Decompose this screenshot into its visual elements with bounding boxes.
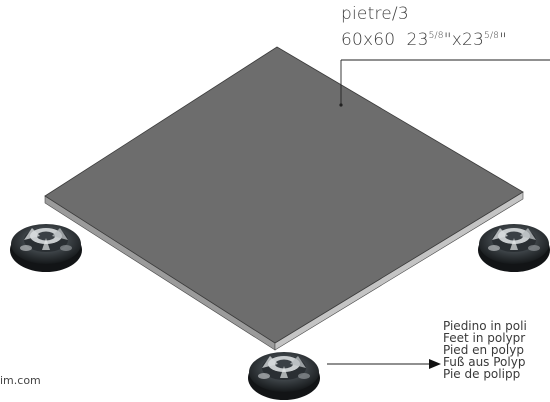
note-spanish: Pie de polipp bbox=[443, 367, 521, 381]
size-metric: 60x60 bbox=[341, 30, 396, 50]
floor-tile bbox=[44, 46, 524, 351]
note-italian: Piedino in poli bbox=[443, 320, 527, 333]
product-name: pietre/3 bbox=[341, 4, 409, 24]
support-foot-right bbox=[478, 224, 550, 272]
feet-note-arrow bbox=[327, 359, 441, 369]
size-separator: "x bbox=[443, 30, 462, 50]
size-imperial-a: 23 bbox=[406, 30, 429, 50]
size-imperial-a-fraction: 5/8 bbox=[428, 31, 444, 41]
note-english: Feet in polypr bbox=[443, 331, 526, 345]
note-french: Pied en polyp bbox=[443, 343, 524, 357]
size-inch-mark: " bbox=[499, 30, 508, 50]
tile-top-face bbox=[44, 46, 524, 344]
title-leader bbox=[339, 59, 550, 107]
size-imperial-b-fraction: 5/8 bbox=[484, 31, 500, 41]
product-size: 60x60 235/8"x235/8" bbox=[341, 30, 507, 50]
website-link[interactable]: im.com bbox=[0, 374, 41, 387]
support-foot-left bbox=[10, 224, 82, 272]
size-imperial-b: 23 bbox=[461, 30, 485, 50]
feet-material-notes: Piedino in poli Feet in polypr Pied en p… bbox=[443, 320, 550, 402]
note-german: Fuß aus Polyp bbox=[443, 355, 526, 369]
support-foot-front bbox=[248, 352, 320, 400]
